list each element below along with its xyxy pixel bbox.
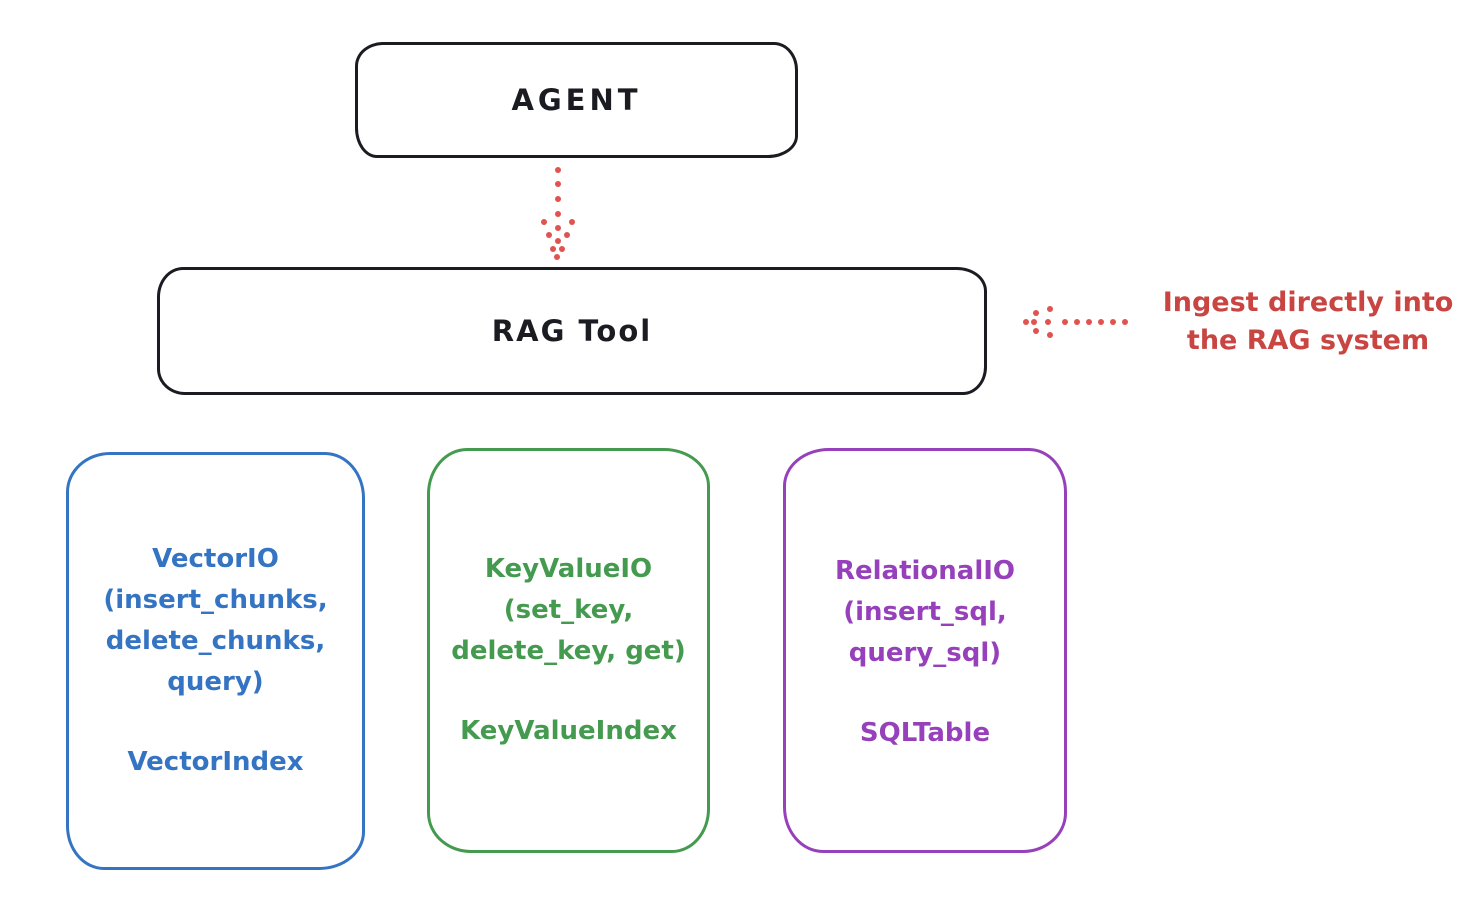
sql-table-label: SQLTable	[859, 718, 991, 748]
left-arrow-dotted-icon	[1023, 306, 1128, 338]
ingest-annotation: Ingest directly into the RAG system	[1143, 284, 1473, 360]
io-line: RelationalIO	[834, 556, 1016, 586]
rag-tool-label: RAG Tool	[491, 314, 653, 348]
io-line: (insert_sql,	[843, 597, 1007, 627]
vector-io-title: VectorIO (insert_chunks, delete_chunks, …	[69, 539, 362, 703]
relational-io-title: RelationalIO (insert_sql, query_sql)	[786, 551, 1064, 674]
io-line: query)	[167, 667, 264, 697]
io-line: KeyValueIO	[484, 554, 653, 584]
io-line: (insert_chunks,	[103, 585, 328, 615]
io-line: delete_chunks,	[105, 626, 326, 656]
ingest-annotation-line-1: Ingest directly into	[1162, 287, 1454, 318]
io-line: delete_key, get)	[451, 636, 686, 666]
keyvalue-io-box: KeyValueIO (set_key, delete_key, get) Ke…	[427, 448, 710, 853]
io-line: query_sql)	[848, 638, 1002, 668]
ingest-annotation-line-2: the RAG system	[1186, 325, 1430, 356]
io-line: (set_key,	[503, 595, 634, 625]
relational-io-box: RelationalIO (insert_sql, query_sql) SQL…	[783, 448, 1067, 853]
io-line: VectorIO	[152, 544, 279, 574]
rag-tool-box: RAG Tool	[157, 267, 987, 395]
keyvalue-index-label: KeyValueIndex	[460, 716, 677, 746]
agent-label: AGENT	[511, 83, 642, 117]
vector-index-label: VectorIndex	[127, 747, 304, 777]
keyvalue-io-title: KeyValueIO (set_key, delete_key, get)	[430, 549, 707, 672]
agent-box: AGENT	[355, 42, 798, 158]
down-arrow-dotted-icon	[541, 167, 575, 260]
vector-io-box: VectorIO (insert_chunks, delete_chunks, …	[66, 452, 365, 870]
